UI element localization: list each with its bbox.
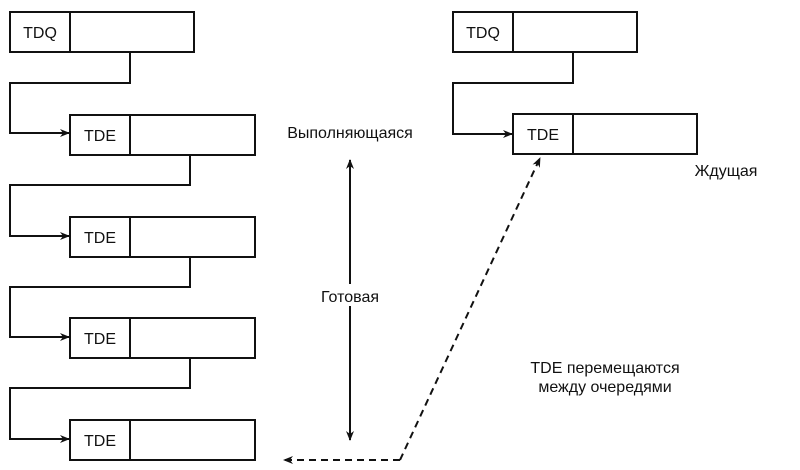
ready-tde-box	[69, 419, 256, 461]
ready-tde-label: TDE	[84, 128, 116, 145]
link-arrow	[9, 155, 191, 240]
waiting-tdq-box	[452, 11, 638, 53]
link-arrow	[9, 257, 191, 341]
ready-tde-box	[69, 114, 256, 156]
ready-tde-box	[69, 317, 256, 359]
waiting-queue-label: Ждущая	[695, 163, 758, 180]
ready-tde-label: TDE	[84, 331, 116, 348]
waiting-tdq-label: TDQ	[466, 25, 500, 42]
ready-tde-box	[69, 216, 256, 258]
move-note-line2: между очередями	[538, 379, 671, 396]
ready-label: Готовая	[321, 289, 379, 306]
ready-tdq-label: TDQ	[23, 25, 57, 42]
move-note-line1: TDE перемещаются	[530, 360, 679, 377]
ready-tde-label: TDE	[84, 230, 116, 247]
link-arrow	[9, 358, 191, 443]
move-to-waiting-arrow	[399, 157, 541, 461]
running-label: Выполняющаяся	[287, 125, 413, 142]
ready-tde-label: TDE	[84, 433, 116, 450]
ready-tdq-box	[9, 11, 195, 53]
waiting-tde-box	[512, 113, 698, 155]
waiting-tde-label: TDE	[527, 127, 559, 144]
link-arrow	[9, 52, 131, 137]
link-arrow	[452, 52, 574, 138]
